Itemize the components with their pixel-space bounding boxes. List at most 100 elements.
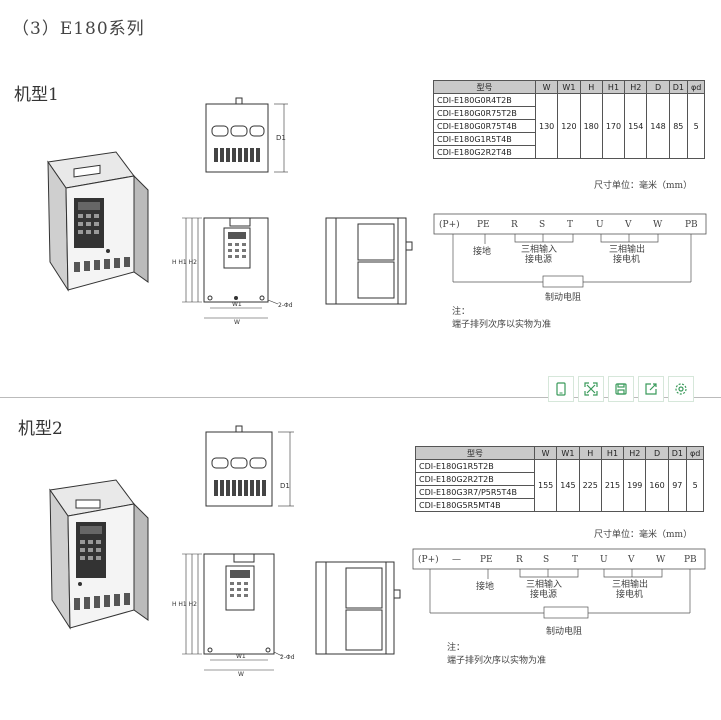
input-label: 三相输入: [526, 578, 562, 590]
wiring-diagram: (P+) — PE R S T U V W PB 接地 三相输入 接电源 三相输…: [412, 548, 706, 637]
model-cell: CDI-E180G0R4T2B: [433, 93, 536, 107]
note-text: 端子排列次序以实物为准: [452, 320, 552, 330]
value-cell: 97: [667, 459, 687, 512]
terminal-label: W: [653, 220, 663, 230]
column-header: 型号: [433, 80, 536, 94]
section-divider: [0, 397, 721, 398]
dim-label-d1: D1: [276, 134, 286, 142]
column-header: D1: [668, 80, 688, 94]
table-row: CDI-E180G2R2T4B: [433, 145, 705, 159]
value-cell: 154: [624, 93, 648, 159]
fullscreen-icon[interactable]: [578, 376, 604, 402]
save-icon[interactable]: [608, 376, 634, 402]
dim-label-phid: 2-Φd: [278, 302, 293, 309]
terminal-label: T: [567, 220, 573, 230]
table-row: CDI-E180G0R4T2B 130 120 180 170 154 148 …: [433, 93, 706, 159]
column-header: D1: [667, 446, 687, 460]
terminal-label: T: [572, 555, 578, 565]
table-row: CDI-E180G1R5T2B 155 145 225 215 199 160 …: [415, 459, 705, 512]
terminal-label: —: [452, 555, 461, 565]
share-icon[interactable]: [638, 376, 664, 402]
dim-label-h: H H1 H2: [172, 259, 197, 266]
value-cell: 145: [556, 459, 580, 512]
note-title: 注：: [447, 643, 466, 653]
dim-label-w1: W1: [236, 653, 246, 660]
brake-resistor-label: 制动电阻: [546, 625, 582, 637]
table-row: CDI-E180G5R5MT4B: [415, 498, 704, 512]
value-cell: 155: [533, 459, 558, 512]
column-header: H2: [624, 80, 648, 94]
value-cell: 5: [686, 93, 706, 159]
terminal-label: U: [596, 220, 604, 230]
terminal-label: (P+): [418, 554, 439, 565]
terminal-label: PB: [685, 220, 698, 230]
unit-label: 尺寸单位：毫米（mm）: [594, 530, 693, 540]
model-cell: CDI-E180G1R5T2B: [415, 459, 535, 473]
terminal-label: U: [600, 555, 608, 565]
terminal-label: PE: [477, 220, 490, 230]
output-label: 三相输出: [609, 243, 645, 255]
input-label: 接电源: [525, 253, 552, 265]
terminal-label: R: [516, 555, 523, 565]
settings-icon[interactable]: [668, 376, 694, 402]
value-cell: 130: [534, 93, 559, 159]
spec-table: 型号 W W1 H H1 H2 D D1 φd CDI-E180G1R5T2B …: [415, 446, 705, 512]
input-label: 三相输入: [521, 243, 557, 255]
column-header: 型号: [415, 446, 535, 460]
output-label: 接电机: [613, 253, 640, 265]
value-cell: 160: [645, 459, 669, 512]
top-view-drawing: D1: [205, 97, 288, 173]
column-header: H1: [601, 80, 626, 94]
dim-label-d1: D1: [280, 482, 290, 490]
column-header: D: [645, 446, 669, 460]
brake-resistor-label: 制动电阻: [545, 291, 581, 303]
model-cell: CDI-E180G0R75T4B: [433, 119, 536, 133]
phone-icon[interactable]: [548, 376, 574, 402]
unit-label: 尺寸单位：毫米（mm）: [594, 181, 693, 191]
model-cell: CDI-E180G0R75T2B: [433, 106, 536, 120]
image-toolbar: [548, 376, 694, 402]
ground-label: 接地: [473, 245, 491, 257]
column-header: φd: [685, 446, 705, 460]
model-cell: CDI-E180G3R7/P5R5T4B: [415, 485, 535, 499]
column-header: W: [533, 446, 558, 460]
model-cell: CDI-E180G5R5MT4B: [415, 498, 535, 512]
output-label: 接电机: [616, 588, 643, 600]
dim-label-w: W: [234, 319, 240, 324]
side-view-drawing: [315, 561, 401, 655]
column-header: W: [534, 80, 559, 94]
spec-table: 型号 W W1 H H1 H2 D D1 φd CDI-E180G0R4T2B …: [433, 80, 706, 159]
value-cell: 215: [600, 459, 625, 512]
terminal-label: PB: [684, 555, 697, 565]
note-title: 注：: [452, 307, 471, 317]
value-cell: 148: [646, 93, 670, 159]
value-cell: 120: [557, 93, 581, 159]
value-cell: 199: [623, 459, 647, 512]
wiring-diagram: (P+) PE R S T U V W PB 接地 三相输入 接电源 三相输出 …: [433, 213, 707, 303]
column-header: φd: [686, 80, 706, 94]
top-view-drawing: D1: [205, 425, 294, 507]
terminal-label: PE: [480, 555, 493, 565]
dim-label-h: H H1 H2: [172, 601, 197, 608]
terminal-label: W: [656, 555, 666, 565]
dim-label-phid: 2-Φd: [280, 654, 295, 661]
terminal-label: S: [539, 220, 545, 230]
model-cell: CDI-E180G1R5T4B: [433, 132, 536, 146]
column-header: H: [579, 80, 603, 94]
value-cell: 180: [579, 93, 603, 159]
page-title: （3）E180系列: [12, 19, 145, 39]
column-header: D: [646, 80, 670, 94]
side-view-drawing: [325, 217, 413, 305]
column-header: W1: [556, 446, 580, 460]
product-3d-view: [47, 151, 149, 292]
column-header: H2: [623, 446, 647, 460]
dim-label-w: W: [238, 671, 244, 678]
terminal-label: S: [543, 555, 549, 565]
value-cell: 85: [668, 93, 688, 159]
ground-label: 接地: [476, 580, 494, 592]
terminal-label: R: [511, 220, 518, 230]
value-cell: 5: [685, 459, 705, 512]
value-cell: 225: [578, 459, 602, 512]
model-cell: CDI-E180G2R2T4B: [433, 145, 536, 159]
section-title-model1: 机型1: [14, 85, 59, 105]
